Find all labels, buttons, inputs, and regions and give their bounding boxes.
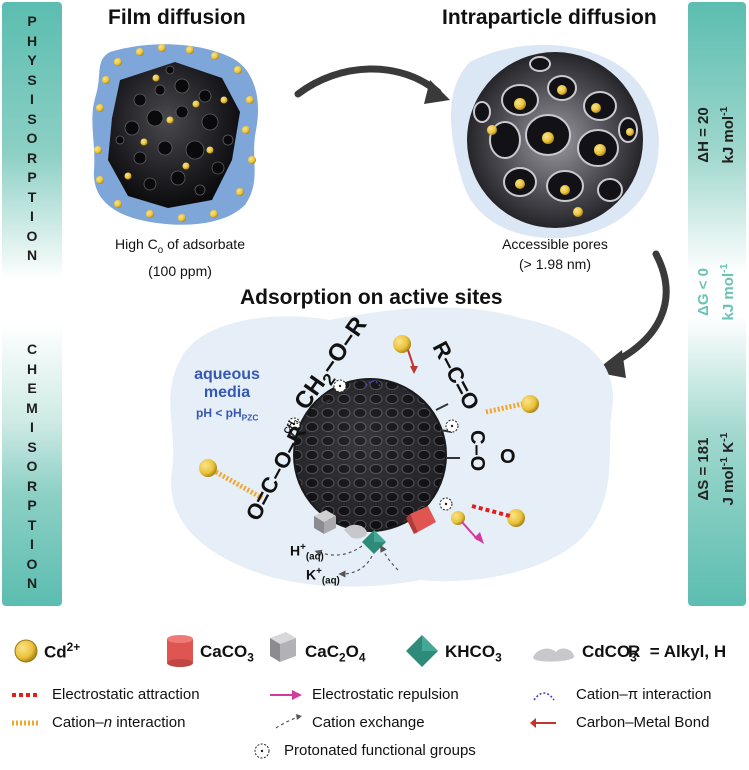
chemisorption-bar: [2, 324, 62, 606]
physisorption-bar: [2, 2, 62, 280]
chemisorption-letter: C: [26, 341, 38, 357]
physisorption-letter: O: [26, 227, 38, 244]
film-diffusion-caption: High Co of adsorbate (100 ppm): [115, 236, 245, 279]
chemisorption-letter: P: [27, 497, 37, 513]
physisorption-letter: Y: [27, 52, 37, 68]
physisorption-label: P H Y S I S O R P T I O N: [20, 12, 44, 266]
intraparticle-caption: Accessible pores (> 1.98 nm): [502, 236, 608, 272]
legend-electrostatic-repulsion: Electrostatic repulsion: [312, 686, 459, 703]
film-diffusion-particle: [92, 44, 259, 225]
chemisorption-letter: H: [26, 360, 38, 377]
physisorption-letter: S: [27, 71, 37, 88]
aqueous-media-label: aqueous media: [194, 366, 260, 401]
physisorption-letter: H: [26, 32, 38, 49]
thermodynamics-bar: [688, 2, 746, 606]
legend-r-definition: R = Alkyl, H: [628, 642, 727, 661]
chemisorption-label: C H E M I S O R P T I O N: [20, 340, 44, 594]
legend-cation-exchange: Cation exchange: [312, 714, 425, 731]
physisorption-letter: N: [26, 247, 38, 263]
chemisorption-letter: M: [26, 399, 38, 416]
legend-cac2o4: CaC2O4: [305, 642, 366, 665]
chemisorption-letter: S: [27, 438, 37, 455]
legend-icons: [12, 632, 575, 759]
chemisorption-letter: I: [30, 419, 34, 435]
cdco3-deposit: [344, 524, 367, 539]
legend-caco3: CaCO3: [200, 642, 254, 665]
legend-cd: Cd2+: [44, 640, 81, 662]
chemisorption-letter: R: [26, 477, 38, 494]
physisorption-letter: I: [30, 208, 34, 224]
h-ion-label: H+(aq): [290, 542, 324, 563]
caco3-deposit: [406, 506, 436, 534]
legend-cdco3: CdCO3: [582, 642, 637, 665]
chemisorption-letter: I: [30, 536, 34, 552]
chemisorption-letter: O: [26, 458, 38, 474]
legend-electrostatic-attraction: Electrostatic attraction: [52, 686, 200, 703]
cac2o4-deposit: [314, 510, 336, 534]
ph-condition-label: pH < pHPZC: [196, 406, 259, 423]
legend-protonated-groups: Protonated functional groups: [284, 742, 476, 759]
intraparticle-particle: [451, 44, 659, 239]
k-ion-label: K+(aq): [306, 566, 340, 587]
arrow-film-to-intra: [294, 65, 442, 98]
physisorption-letter: S: [27, 110, 37, 127]
legend-cation-n: Cation–n interaction: [52, 714, 186, 731]
adsorption-illustration: [92, 44, 670, 587]
legend-cation-pi: Cation–π interaction: [576, 686, 712, 703]
physisorption-letter: I: [30, 91, 34, 107]
chemisorption-letter: T: [27, 516, 37, 533]
chemisorption-letter: E: [27, 380, 37, 396]
legend-carbon-metal-bond: Carbon–Metal Bond: [576, 714, 710, 731]
active-sites-title: Adsorption on active sites: [240, 286, 503, 309]
khco3-deposit: [362, 530, 386, 554]
intraparticle-diffusion-title: Intraparticle diffusion: [442, 6, 657, 29]
arrow-intra-to-active: [606, 250, 670, 368]
carboxylate-oxygen: O: [500, 446, 516, 468]
physisorption-letter: O: [26, 130, 38, 146]
physisorption-letter: P: [27, 13, 37, 29]
physisorption-letter: T: [27, 188, 37, 205]
physisorption-letter: P: [27, 169, 37, 185]
physisorption-letter: R: [26, 149, 38, 166]
film-diffusion-title: Film diffusion: [108, 6, 246, 29]
legend-khco3: KHCO3: [445, 642, 502, 665]
chemisorption-letter: O: [26, 555, 38, 572]
chemisorption-letter: N: [26, 575, 38, 591]
carboxylate-group: C–O: [466, 430, 488, 472]
